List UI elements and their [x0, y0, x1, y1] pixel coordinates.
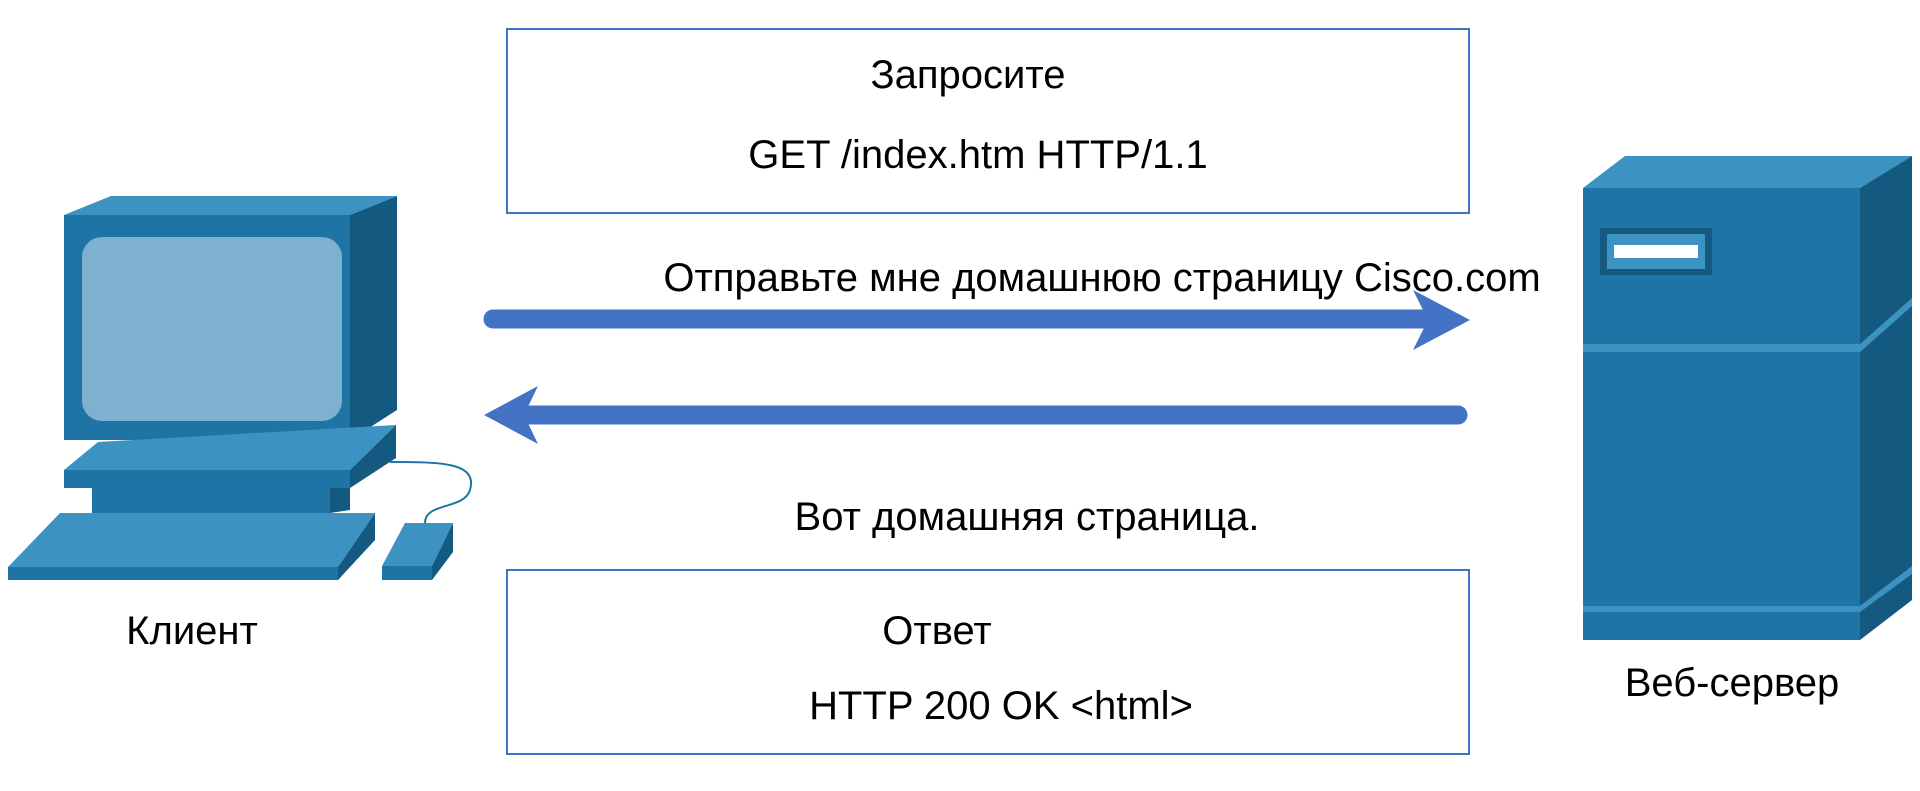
request-box	[506, 28, 1470, 214]
request-arrow	[483, 290, 1470, 350]
computer-icon	[8, 196, 473, 580]
response-message: Вот домашняя страница.	[794, 495, 1260, 539]
request-box-title: Запросите	[870, 53, 1066, 97]
response-box-line: HTTP 200 OK <html>	[809, 684, 1193, 728]
server-label: Веб-сервер	[1624, 661, 1840, 705]
request-box-line: GET /index.htm HTTP/1.1	[748, 133, 1208, 177]
client-label: Клиент	[126, 609, 258, 653]
request-message: Отправьте мне домашнюю страницу Cisco.co…	[663, 256, 1541, 300]
server-icon	[1583, 156, 1912, 640]
response-arrow	[484, 386, 1468, 444]
response-box-title: Ответ	[882, 609, 992, 653]
response-box	[506, 569, 1470, 755]
